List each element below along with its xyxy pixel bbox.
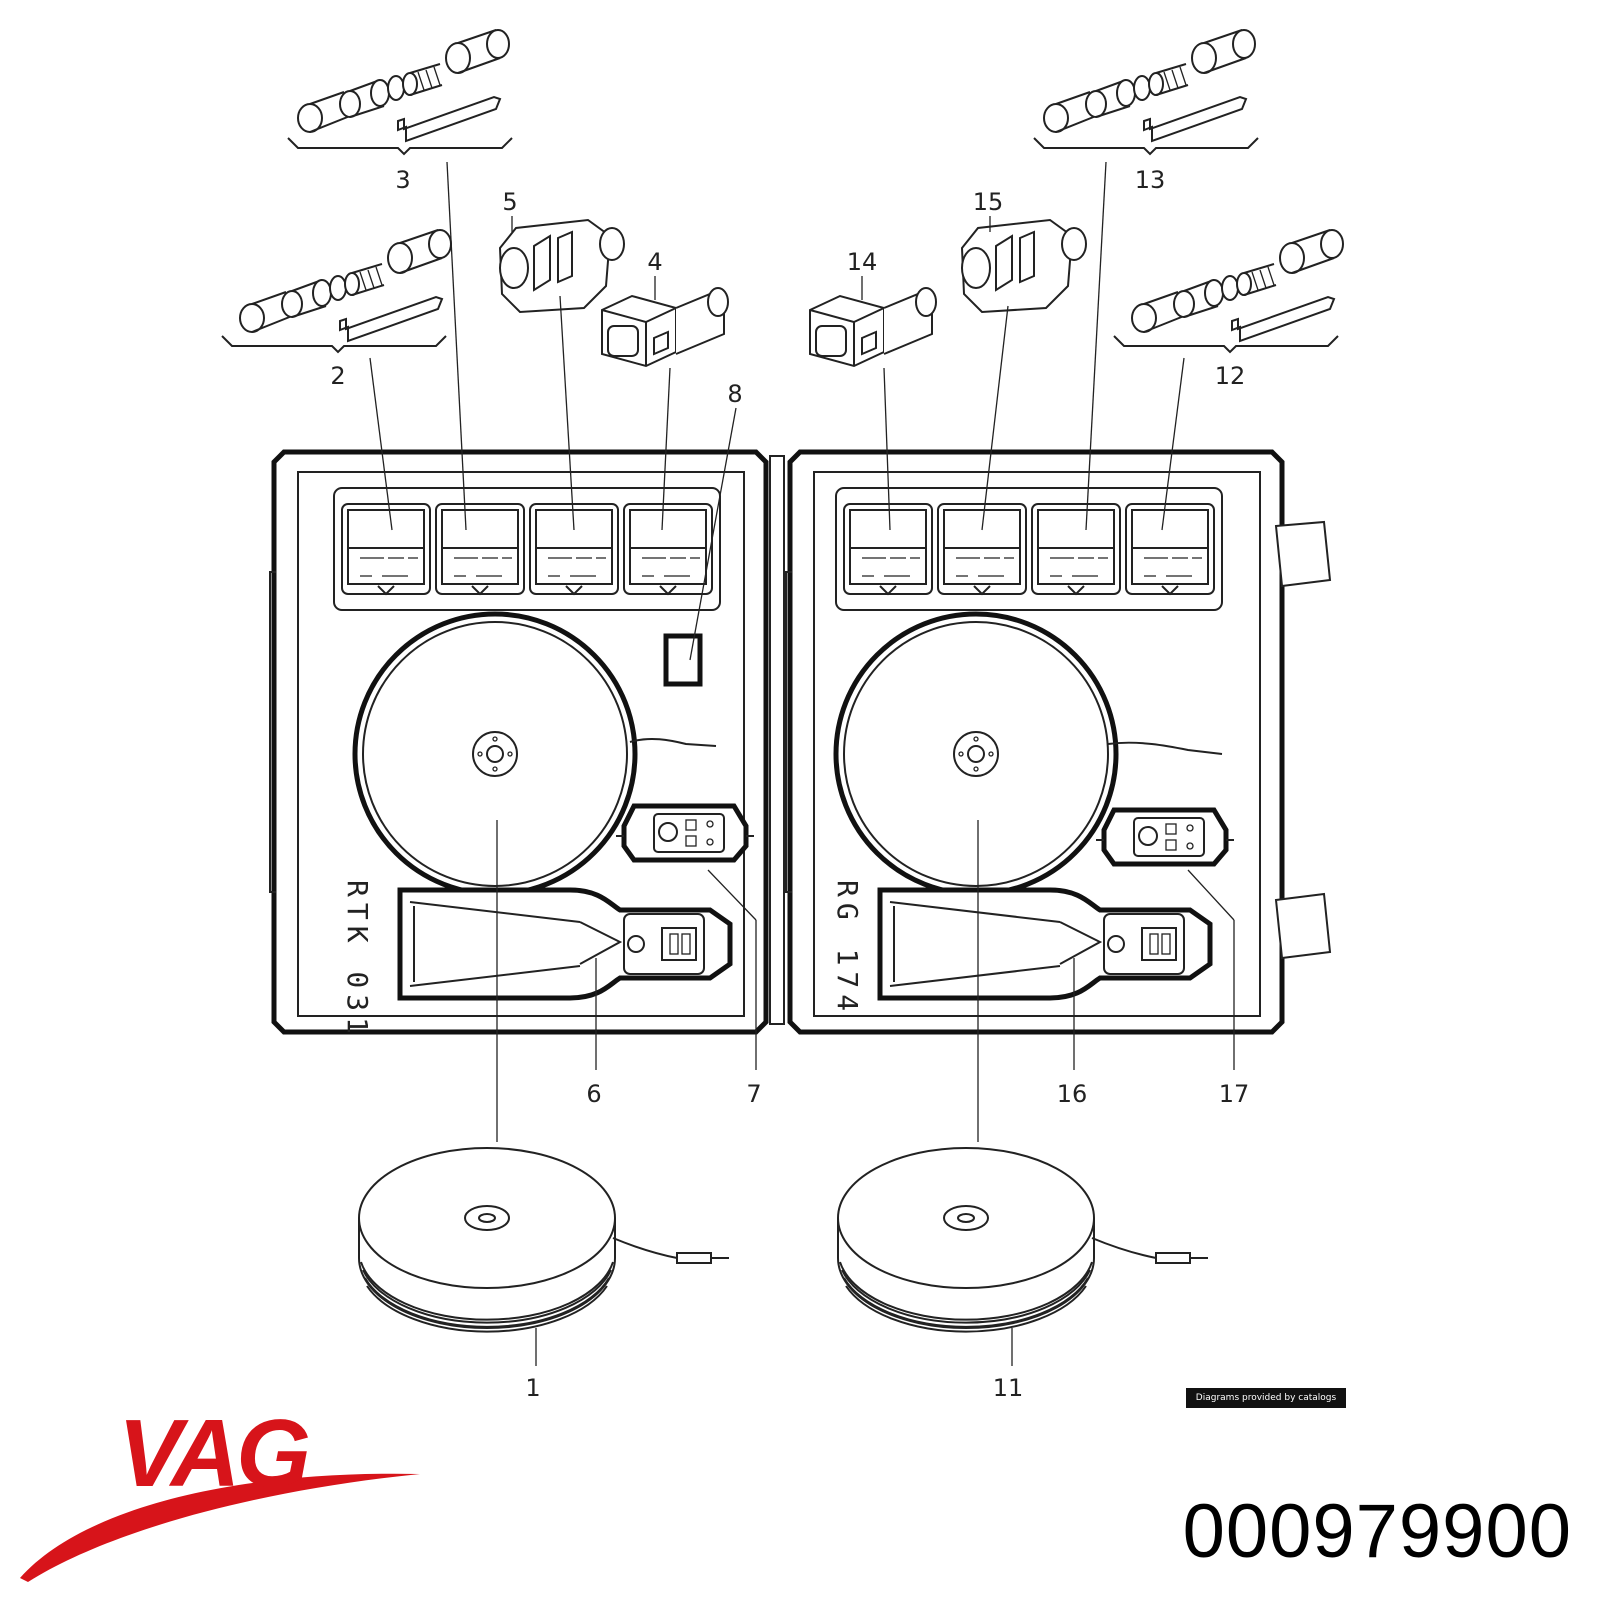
cable-spool-11 [837, 1147, 1209, 1333]
fakra-socket-5 [499, 219, 625, 313]
cable-spool-1 [358, 1147, 730, 1333]
diagram-credit: Diagrams provided by catalogs parts [1186, 1388, 1346, 1423]
logo-swoosh [20, 1473, 420, 1582]
callout-12: 12 [1215, 362, 1246, 390]
case-left: RTK 031 [270, 452, 766, 1040]
callout-6: 6 [586, 1080, 601, 1108]
vag-logo: VAG [20, 1400, 420, 1582]
callout-14: 14 [847, 248, 878, 276]
callout-13: 13 [1135, 166, 1166, 194]
callout-8: 8 [727, 380, 742, 408]
part-number: 000979900 [1182, 1489, 1572, 1574]
fakra-plug-4 [601, 287, 729, 367]
connector-set-12 [1113, 229, 1344, 354]
fakra-plug-14 [809, 287, 937, 367]
connector-set-13 [1033, 29, 1259, 156]
callout-11: 11 [993, 1374, 1024, 1402]
callout-1: 1 [525, 1374, 540, 1402]
callout-4: 4 [647, 248, 662, 276]
callout-2: 2 [330, 362, 345, 390]
logo-text: VAG [118, 1400, 308, 1507]
case-left-label: RTK 031 [341, 880, 374, 1040]
callout-5: 5 [502, 188, 517, 216]
fakra-socket-15 [961, 219, 1087, 313]
callout-15: 15 [973, 188, 1004, 216]
connector-set-3 [287, 29, 513, 156]
callout-3: 3 [395, 166, 410, 194]
callout-7: 7 [746, 1080, 761, 1108]
case-right-label: RG 174 [831, 880, 864, 1017]
callout-17: 17 [1219, 1080, 1250, 1108]
case-hinge [769, 455, 785, 1025]
case-right: RG 174 [786, 452, 1332, 1032]
callout-16: 16 [1057, 1080, 1088, 1108]
connector-set-2 [221, 229, 452, 354]
leader-lines [369, 161, 1235, 1366]
